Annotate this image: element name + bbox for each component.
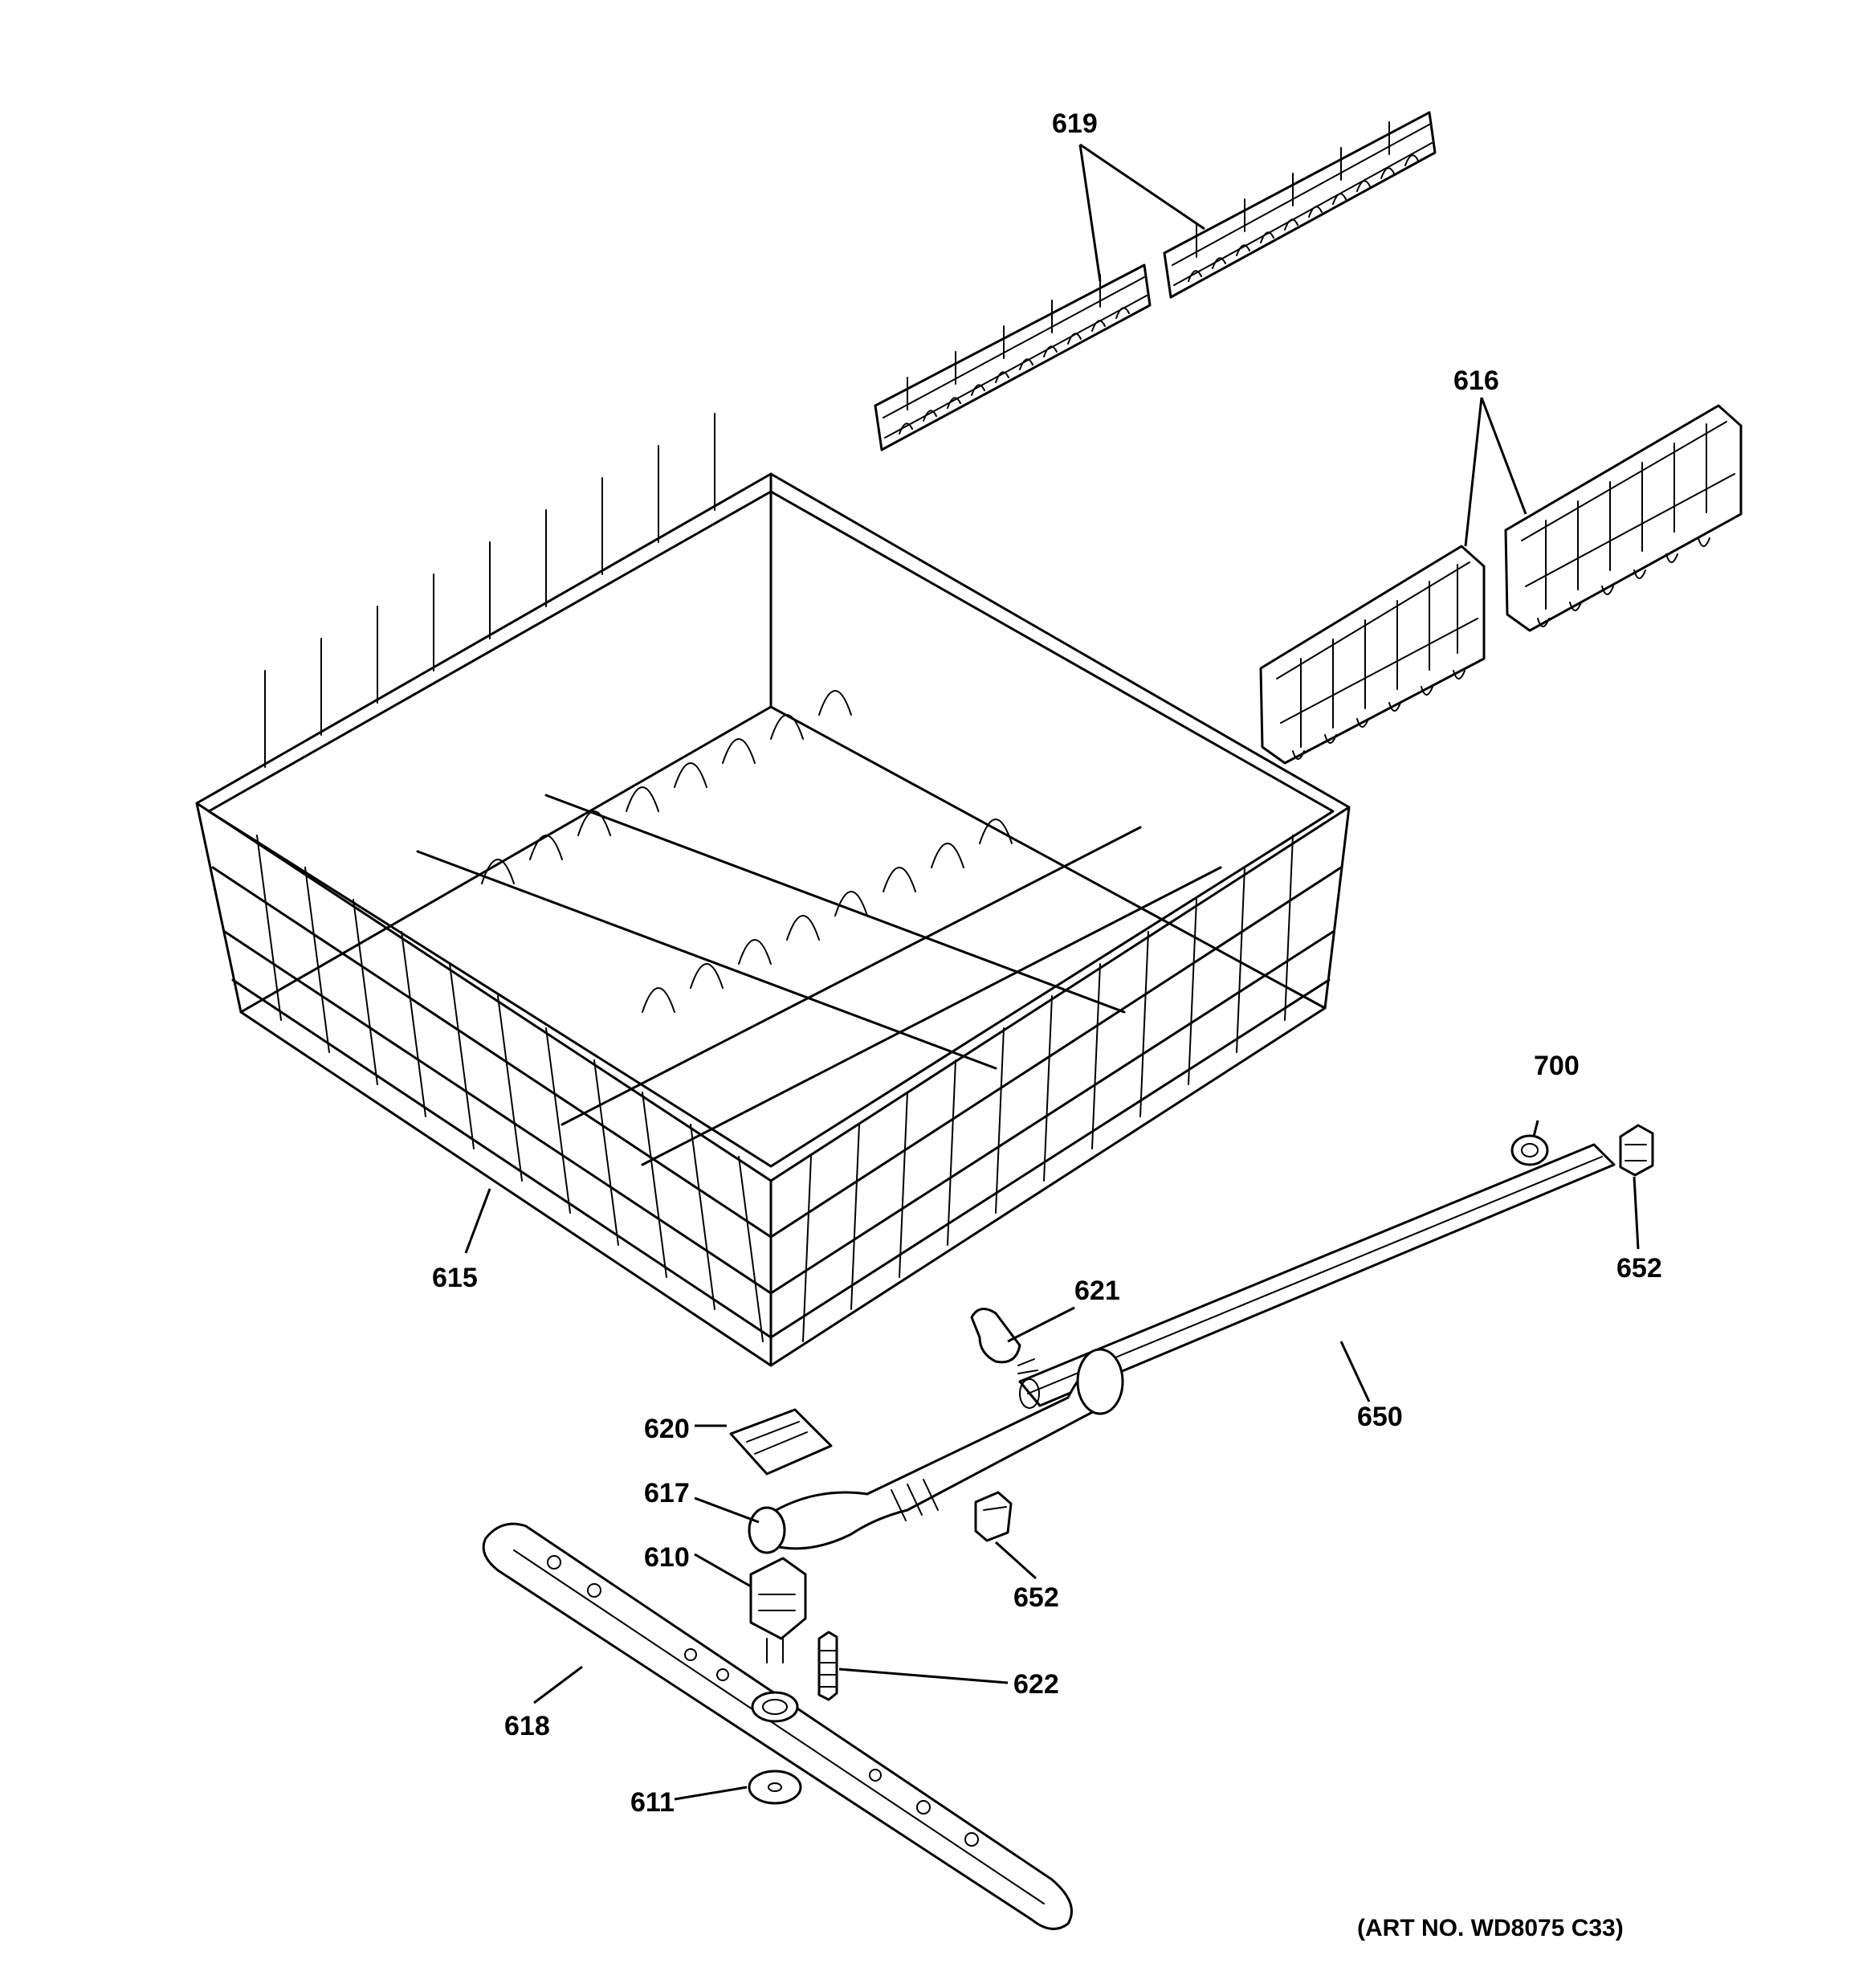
part-611-washer: [748, 1770, 802, 1805]
callout-652-lower: 652: [1013, 1582, 1059, 1613]
callout-650: 650: [1357, 1402, 1403, 1432]
leader-lines: [464, 143, 1640, 1801]
callout-700: 700: [1534, 1051, 1580, 1081]
callout-619: 619: [1052, 108, 1098, 139]
part-621-clamp: [970, 1308, 1038, 1374]
callout-615: 615: [432, 1263, 478, 1293]
part-617-supply-tube: [748, 1348, 1124, 1554]
part-619-tine-row-right: [1163, 111, 1437, 299]
part-650-conduit: [1018, 1143, 1616, 1409]
part-618-spray-arm: [482, 1522, 1073, 1930]
part-615-upper-rack: [195, 413, 1351, 1367]
callout-620: 620: [644, 1414, 690, 1444]
part-616-rack-right: [1504, 404, 1743, 632]
part-700-bearing: [1510, 1134, 1549, 1166]
part-620-cover: [729, 1408, 833, 1476]
callout-652-upper: 652: [1616, 1253, 1662, 1284]
part-616-rack-left: [1259, 545, 1486, 765]
callout-617: 617: [644, 1478, 690, 1508]
part-622-screw: [817, 1631, 838, 1701]
callout-621: 621: [1074, 1276, 1120, 1306]
callout-611: 611: [630, 1787, 675, 1818]
part-652-end-cap-lower: [974, 1491, 1013, 1542]
callout-618: 618: [504, 1711, 550, 1741]
art-number: (ART NO. WD8075 C33): [1357, 1915, 1624, 1941]
callout-610: 610: [644, 1542, 690, 1573]
part-619-tine-row-left: [874, 263, 1152, 451]
part-652-end-cap-upper: [1619, 1124, 1654, 1177]
part-610-hub: [749, 1557, 807, 1663]
callout-622: 622: [1013, 1669, 1059, 1700]
callout-616: 616: [1453, 365, 1499, 396]
